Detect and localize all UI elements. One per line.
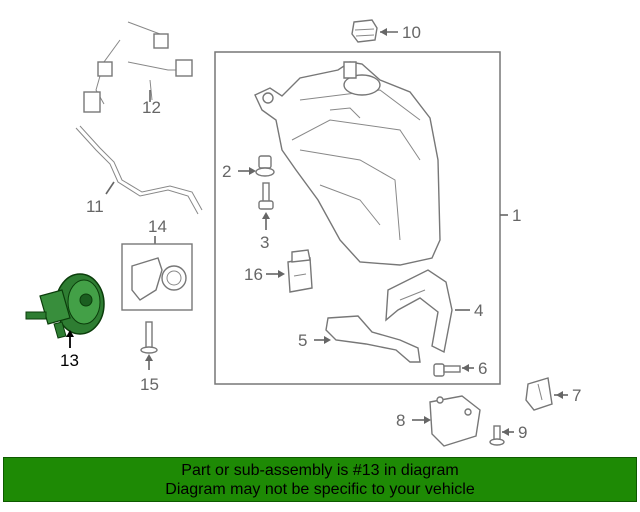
cap-part[interactable] <box>255 155 275 177</box>
callout-5: 5 <box>298 331 307 350</box>
callout-10: 10 <box>402 23 421 42</box>
sensor-part[interactable] <box>287 249 313 293</box>
seal-kit-part-14[interactable] <box>131 257 187 301</box>
callout-15: 15 <box>140 375 159 394</box>
strap-part-5[interactable] <box>325 315 421 363</box>
wiring-harness-12[interactable] <box>83 21 193 113</box>
bolt-part-3[interactable] <box>258 182 274 210</box>
grommet-part[interactable] <box>351 19 378 43</box>
bolt-part-15[interactable] <box>140 321 158 354</box>
bracket-part-8[interactable] <box>429 395 481 447</box>
callout-8: 8 <box>396 411 405 430</box>
callout-1: 1 <box>512 206 521 225</box>
callout-9: 9 <box>518 423 527 442</box>
callout-4: 4 <box>474 301 483 320</box>
tank-group-frame <box>214 51 501 385</box>
pipe-part-11[interactable] <box>75 125 203 215</box>
callout-7: 7 <box>572 386 581 405</box>
banner-line-2: Diagram may not be specific to your vehi… <box>165 481 475 498</box>
reservoir-tank[interactable] <box>254 61 441 266</box>
callout-14: 14 <box>148 217 167 236</box>
parts-diagram: 1 10 2 3 16 4 5 <box>25 19 581 447</box>
callout-12: 12 <box>142 98 161 117</box>
bracket-part-4[interactable] <box>385 269 453 354</box>
clip-part-7[interactable] <box>525 377 553 411</box>
callout-2: 2 <box>222 162 231 181</box>
callout-3: 3 <box>260 233 269 252</box>
callout-6: 6 <box>478 359 487 378</box>
callout-16: 16 <box>244 265 263 284</box>
bolt-part-9[interactable] <box>489 425 505 446</box>
pump-assembly-13[interactable] <box>25 273 105 339</box>
seal-kit-frame <box>121 243 193 311</box>
info-banner: Part or sub-assembly is #13 in diagram D… <box>3 457 637 502</box>
callout-13: 13 <box>60 351 79 370</box>
callout-11: 11 <box>86 197 104 216</box>
bolt-part-6[interactable] <box>433 363 461 377</box>
banner-line-1: Part or sub-assembly is #13 in diagram <box>181 462 459 479</box>
